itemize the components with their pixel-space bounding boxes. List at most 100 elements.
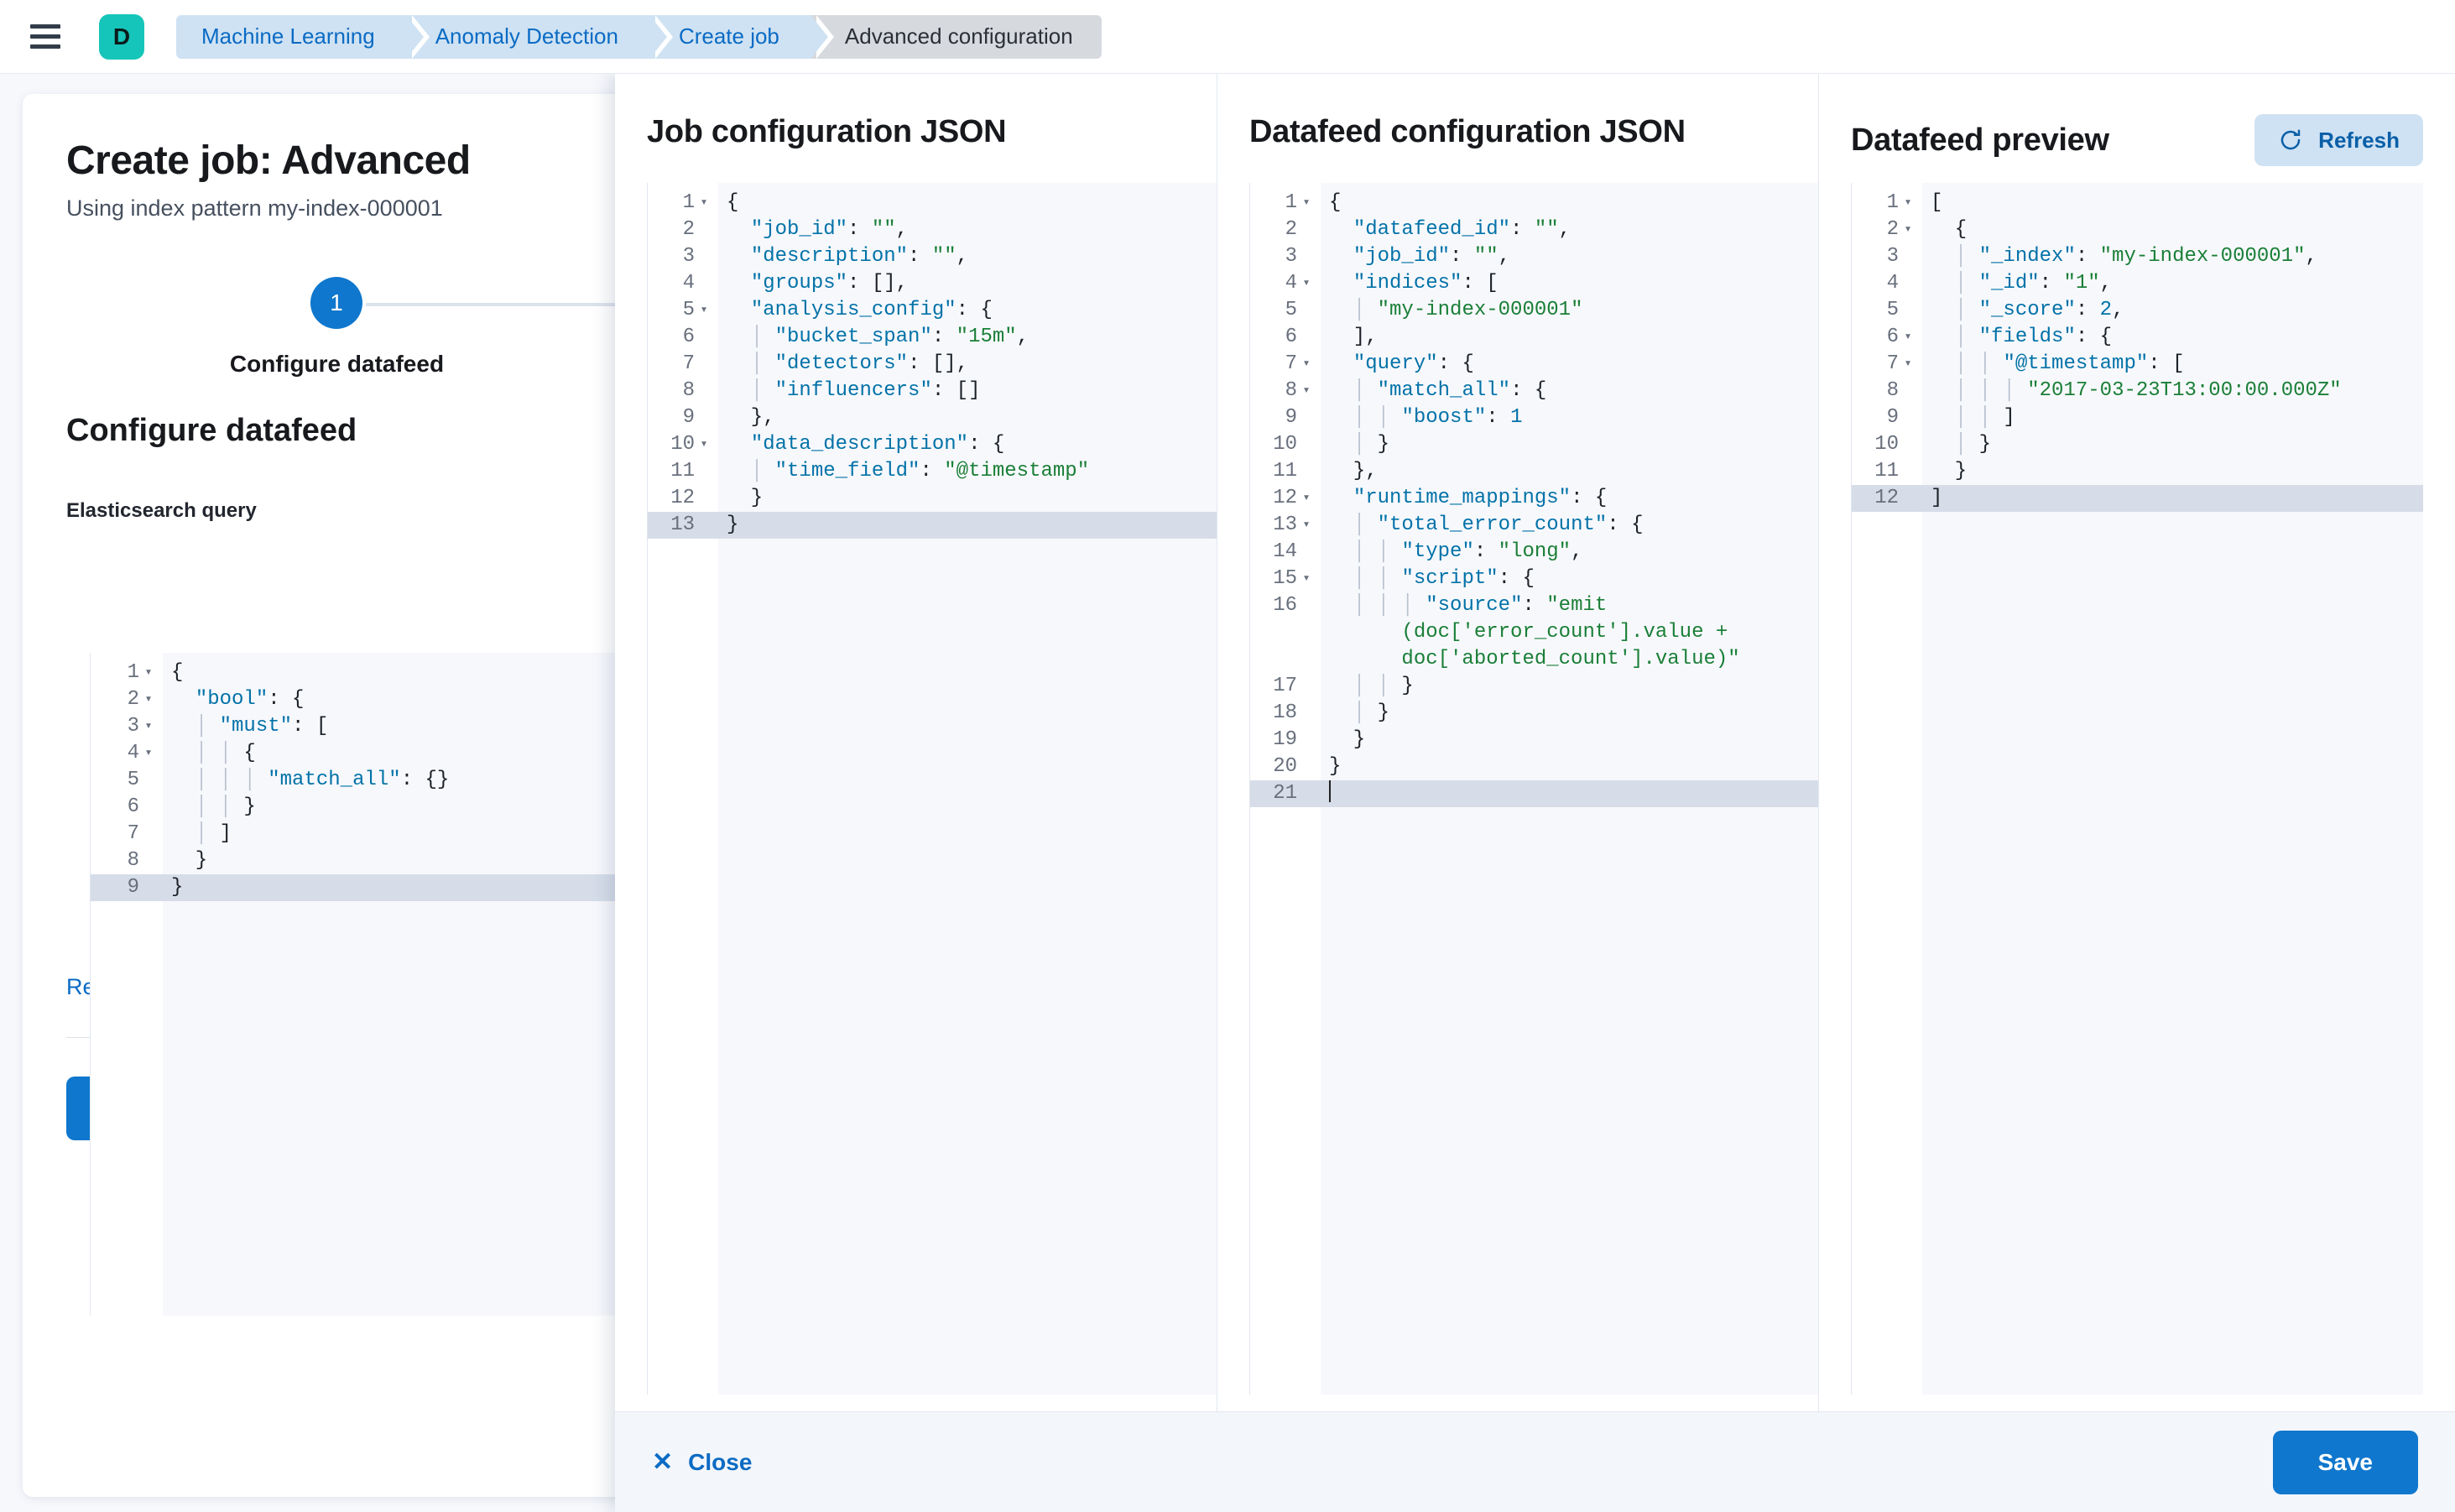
code-line: │ │ } — [1353, 675, 1414, 697]
code-line: ], — [1329, 326, 1378, 348]
code-line: "job_id": "", — [1353, 245, 1511, 268]
line-number: 3 — [1886, 245, 1899, 268]
datafeed-configuration-title: Datafeed configuration JSON — [1249, 114, 1686, 149]
line-number-continuation — [1250, 646, 1321, 673]
page-subtitle: Using index pattern my-index-000001 — [66, 196, 443, 221]
line-number: 15▾ — [1273, 567, 1311, 590]
refresh-icon — [2278, 128, 2303, 153]
code-line: } — [718, 512, 1217, 539]
line-number: 10 — [1874, 433, 1899, 456]
line-number: 8 — [127, 849, 139, 872]
code-line: │ "detectors": [], — [750, 352, 969, 375]
line-number: 11 — [1273, 460, 1297, 482]
code-line: │ } — [1353, 701, 1390, 724]
line-number: 9 — [1886, 406, 1899, 429]
code-line: │ "match_all": { — [1353, 379, 1547, 402]
code-line: "description": "", — [750, 245, 969, 268]
breadcrumb-item-1[interactable]: Anomaly Detection — [406, 14, 674, 59]
line-number: 12 — [670, 487, 695, 509]
line-number: 4 — [1886, 272, 1899, 295]
code-line: │ "total_error_count": { — [1353, 514, 1644, 536]
code-line: "groups": [], — [750, 272, 909, 295]
code-line: │ │ ] — [1954, 406, 2015, 429]
line-number: 7 — [127, 822, 139, 845]
stepper-step-1-label: Configure datafeed — [229, 351, 445, 377]
code-line: "job_id": "", — [750, 218, 909, 241]
line-number: 9 — [1285, 406, 1297, 429]
section-title: Configure datafeed — [66, 413, 357, 448]
line-number: 1▾ — [1886, 191, 1912, 214]
line-number: 8▾ — [1285, 379, 1311, 402]
line-number: 2▾ — [127, 688, 153, 711]
code-line: │ │ "type": "long", — [1353, 540, 1583, 563]
close-button[interactable]: ✕ Close — [652, 1449, 752, 1476]
editor-code-area[interactable]: { "datafeed_id": "", "job_id": "", "indi… — [1321, 183, 1818, 1395]
breadcrumb-item-0[interactable]: Machine Learning — [176, 14, 430, 59]
line-number: 6 — [1285, 326, 1297, 348]
line-number: 8 — [682, 379, 695, 402]
code-line: │ │ { — [195, 742, 256, 764]
line-number: 10 — [1273, 433, 1297, 456]
line-number: 7 — [682, 352, 695, 375]
code-line: }, — [727, 406, 775, 429]
line-number: 7▾ — [1285, 352, 1311, 375]
code-line: │ │ │ "match_all": {} — [195, 769, 450, 791]
code-line: │ "fields": { — [1954, 326, 2113, 348]
datafeed-preview-title: Datafeed preview — [1851, 122, 2109, 158]
refresh-button-label: Refresh — [2318, 127, 2400, 153]
refresh-button[interactable]: Refresh — [2254, 114, 2423, 166]
job-configuration-title: Job configuration JSON — [647, 114, 1007, 149]
breadcrumb-item-2[interactable]: Create job — [649, 14, 834, 59]
save-button[interactable]: Save — [2272, 1430, 2418, 1494]
line-number: 4 — [682, 272, 695, 295]
line-number: 5 — [127, 769, 139, 791]
line-number: 12▾ — [1273, 487, 1311, 509]
code-line: { — [1931, 218, 1968, 241]
code-line: } — [727, 487, 764, 509]
code-line: } — [1329, 755, 1342, 778]
code-line: { — [171, 661, 184, 684]
line-number: 8 — [1886, 379, 1899, 402]
code-line: │ │ "boost": 1 — [1353, 406, 1523, 429]
avatar[interactable]: D — [99, 13, 144, 60]
line-number: 6▾ — [1886, 326, 1912, 348]
elasticsearch-query-label: Elasticsearch query — [66, 499, 257, 522]
line-number: 9 — [682, 406, 695, 429]
close-icon: ✕ — [652, 1447, 674, 1476]
flyout-footer: ✕ Close Save — [615, 1411, 2455, 1512]
code-line: "analysis_config": { — [750, 299, 993, 321]
hamburger-icon[interactable] — [30, 18, 67, 55]
code-line: │ "_id": "1", — [1954, 272, 2113, 295]
line-number: 14 — [1273, 540, 1297, 563]
editor-code-area[interactable]: { "job_id": "", "description": "", "grou… — [718, 183, 1217, 1395]
code-line: "query": { — [1353, 352, 1474, 375]
code-line: │ } — [1954, 433, 1992, 456]
line-number: 18 — [1273, 701, 1297, 724]
line-number: 13▾ — [1273, 514, 1311, 536]
editor-code-area[interactable]: [ { │ "_index": "my-index-000001", │ "_i… — [1922, 183, 2423, 1395]
line-number: 5 — [1285, 299, 1297, 321]
code-line: "indices": [ — [1353, 272, 1499, 295]
line-number: 3 — [682, 245, 695, 268]
code-line: │ │ │ "2017-03-23T13:00:00.000Z" — [1954, 379, 2342, 402]
code-line: │ ] — [195, 822, 232, 845]
text-cursor — [1329, 780, 1331, 802]
code-line: } — [1931, 460, 1968, 482]
line-number: 20 — [1273, 755, 1297, 778]
close-button-label: Close — [688, 1448, 753, 1475]
stepper-step-1[interactable]: 1 — [310, 277, 362, 329]
line-number: 11 — [1874, 460, 1899, 482]
code-line: "runtime_mappings": { — [1353, 487, 1608, 509]
